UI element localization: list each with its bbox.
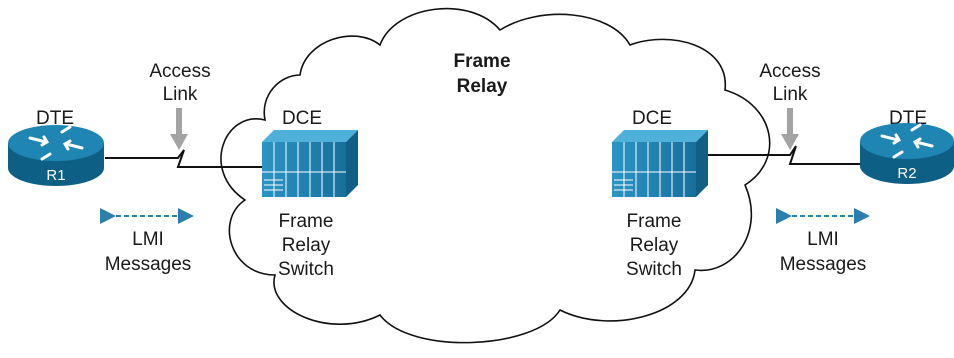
right-switch-label-line2: Relay: [630, 235, 679, 256]
right-lmi-label-line1: LMI: [807, 229, 839, 250]
left-dce-label: DCE: [282, 108, 322, 129]
cloud-title-line1: Frame: [453, 51, 510, 72]
right-dce-label: DCE: [632, 108, 672, 129]
left-access-label-line2: Link: [163, 84, 198, 105]
left-switch-label-line1: Frame: [279, 211, 334, 232]
right-access-label-line2: Link: [773, 84, 808, 105]
right-access-label-line1: Access: [759, 61, 820, 82]
right-switch-label-line1: Frame: [627, 211, 682, 232]
router-icon: R1: [8, 125, 104, 186]
cloud-icon: [220, 7, 771, 344]
cloud-title-line2: Relay: [457, 76, 508, 97]
router-icon: R2: [860, 123, 954, 184]
frame-relay-switch-icon: [262, 130, 358, 197]
left-access-link-line: [105, 149, 262, 168]
router-r2-label: R2: [897, 165, 916, 182]
arrow-down-icon: [170, 108, 188, 150]
arrow-down-icon: [781, 108, 799, 150]
right-access-link-line: [708, 145, 862, 165]
router-r1-label: R1: [46, 167, 65, 184]
left-switch-label-line3: Switch: [278, 259, 334, 280]
frame-relay-switch-icon: [612, 130, 708, 197]
left-switch-label-line2: Relay: [282, 235, 331, 256]
left-access-label-line1: Access: [149, 61, 210, 82]
right-switch-label-line3: Switch: [626, 259, 682, 280]
left-lmi-label-line2: Messages: [105, 254, 192, 275]
left-dte-label: DTE: [36, 108, 74, 129]
right-lmi-label-line2: Messages: [780, 254, 867, 275]
left-lmi-label-line1: LMI: [132, 229, 164, 250]
